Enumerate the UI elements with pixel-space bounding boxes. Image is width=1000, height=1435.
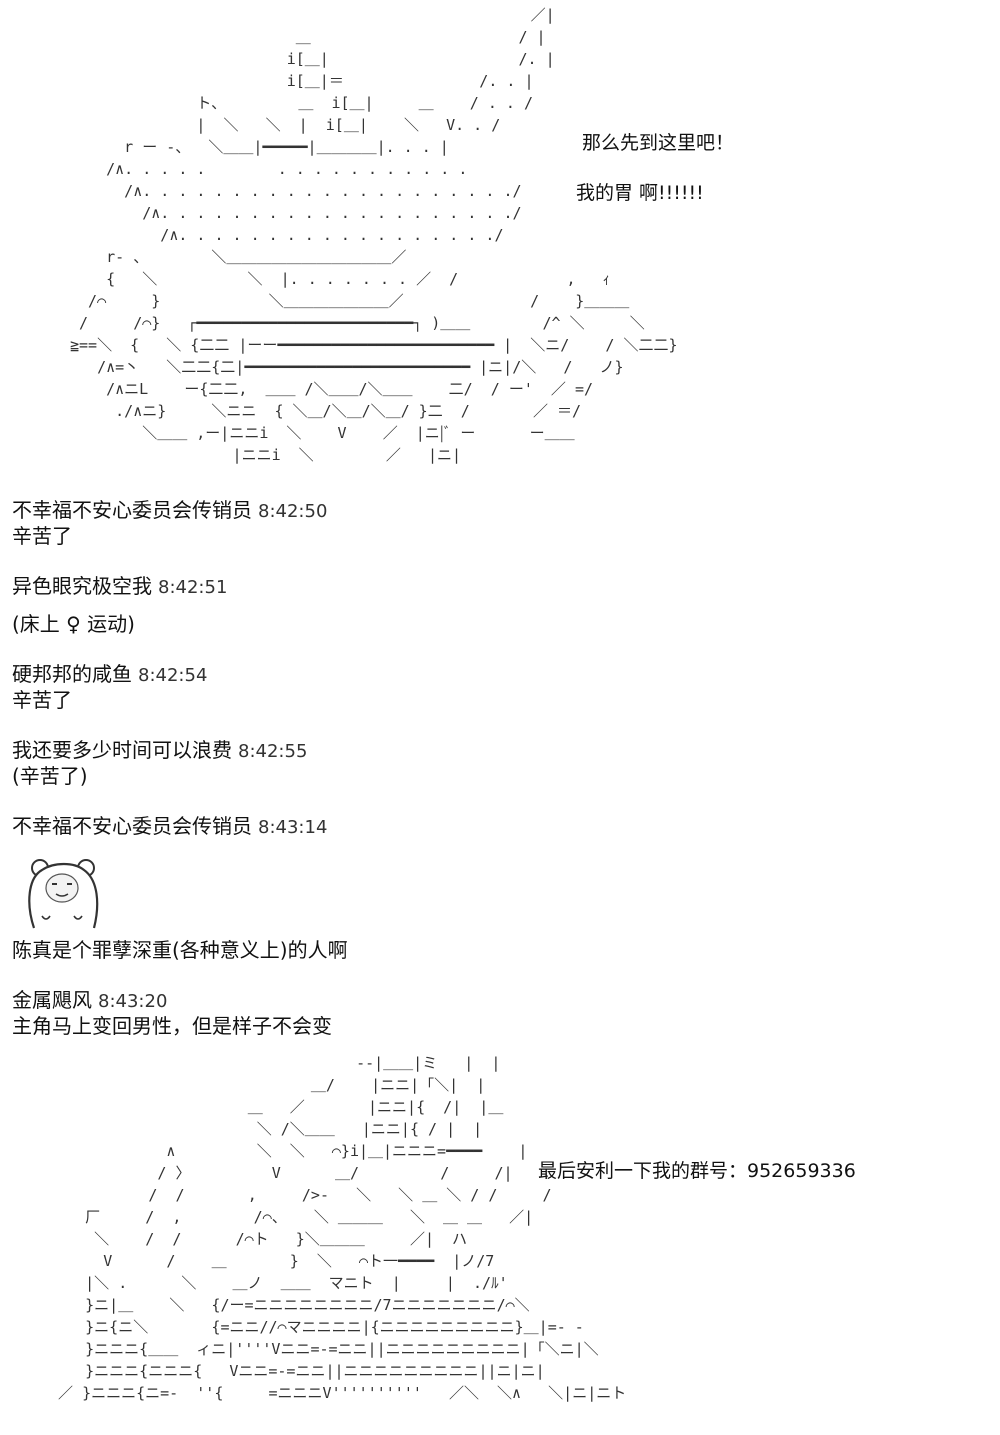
message-header: 硬邦邦的咸鱼 8:42:54 [12,662,712,688]
message-header: 不幸福不安心委员会传销员 8:43:14 [12,814,712,840]
ascii-art-bottom: --|＿＿|ミ | | ＿/ |ニニ|「＼| | ＿ ／ |ニニ|{ /| |＿… [58,1054,627,1402]
timestamp: 8:43:20 [98,991,168,1012]
timestamp: 8:42:51 [158,577,228,598]
message-text: (辛苦了) [12,764,88,788]
sender-name: 我还要多少时间可以浪费 [12,738,232,762]
sender-name: 异色眼究极空我 [12,574,152,598]
chat-log: 不幸福不安心委员会传销员 8:42:50 辛苦了 异色眼究极空我 8:42:51 (… [12,498,712,1038]
message-text: (床上 ♀ 运动) [12,612,135,636]
art-caption-2: 我的胃 啊!!!!!! [576,182,704,204]
message-header: 金属飓风 8:43:20 [12,988,712,1014]
sender-name: 不幸福不安心委员会传销员 [12,498,252,522]
sender-name: 不幸福不安心委员会传销员 [12,814,252,838]
art-caption-1: 那么先到这里吧！ [582,132,735,154]
message-text: 辛苦了 [12,524,72,548]
message-header: 我还要多少时间可以浪费 8:42:55 [12,738,712,764]
sender-name: 硬邦邦的咸鱼 [12,662,132,686]
bear-sticker-icon [12,844,112,932]
timestamp: 8:43:14 [258,817,328,838]
sender-name: 金属飓风 [12,988,92,1012]
timestamp: 8:42:55 [238,741,308,762]
message-header: 异色眼究极空我 8:42:51 [12,574,712,600]
message-text: 辛苦了 [12,688,72,712]
ascii-art-top: ／| ＿ / | i[＿| /. | i[＿|＝ /. . | ト、 ＿ i[＿… [70,6,678,464]
message-text: 主角马上变回男性，但是样子不会变 [12,1014,332,1038]
timestamp: 8:42:54 [138,665,208,686]
art-caption-bottom: 最后安利一下我的群号：952659336 [538,1160,856,1182]
timestamp: 8:42:50 [258,501,328,522]
message-text: 陈真是个罪孽深重(各种意义上)的人啊 [12,938,348,962]
message-header: 不幸福不安心委员会传销员 8:42:50 [12,498,712,524]
